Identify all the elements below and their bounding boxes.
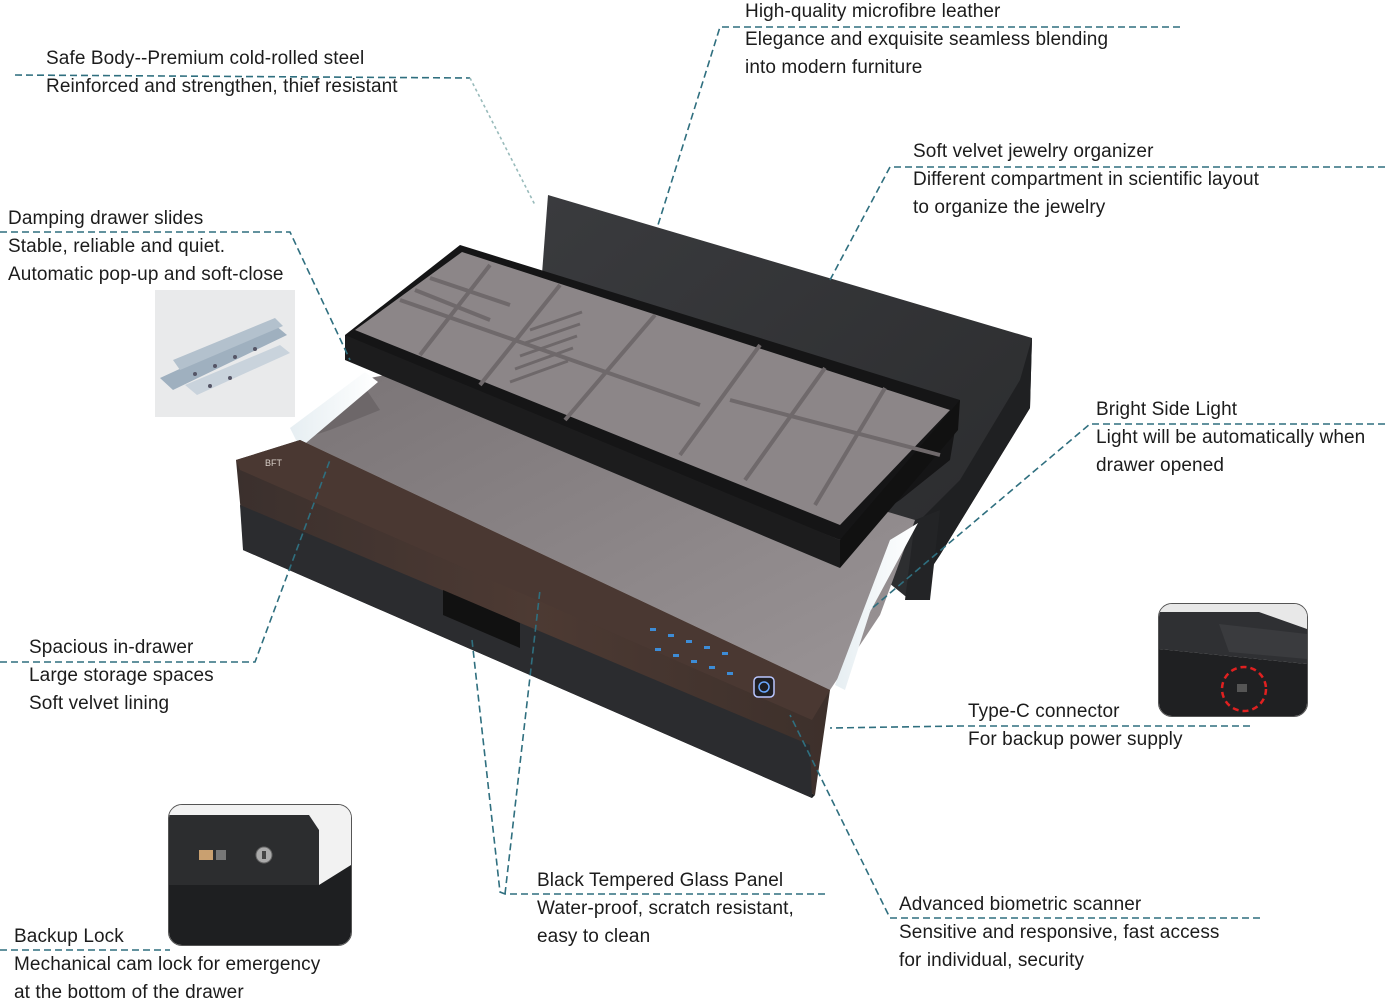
- leader-lines: [0, 26, 1385, 919]
- callout-type-c: Type-C connector For backup power supply: [968, 698, 1183, 754]
- callout-title: Damping drawer slides: [8, 208, 204, 229]
- callout-line: Soft velvet lining: [29, 693, 170, 714]
- callout-title: Backup Lock: [14, 926, 124, 947]
- callout-line: Water-proof, scratch resistant,: [537, 898, 794, 919]
- drawer-front: BFT: [236, 440, 830, 798]
- callout-line: Large storage spaces: [29, 665, 214, 686]
- backup-lock-closeup-photo: [168, 804, 352, 946]
- left-side-light: [290, 372, 378, 448]
- callout-title: Advanced biometric scanner: [899, 894, 1142, 915]
- callout-line: for individual, security: [899, 950, 1085, 971]
- callout-line: into modern furniture: [745, 57, 923, 78]
- callout-line: Elegance and exquisite seamless blending: [745, 29, 1109, 50]
- callout-in-drawer: Spacious in-drawer Large storage spaces …: [29, 634, 214, 718]
- drawer-tub: [290, 370, 918, 690]
- callout-title: Type-C connector: [968, 701, 1120, 722]
- drawer-handle: [443, 590, 520, 648]
- jewelry-organizer-tray: [345, 245, 960, 568]
- callout-line: Reinforced and strengthen, thief resista…: [46, 76, 398, 97]
- usb-c-port-icon: [1237, 684, 1247, 692]
- type-c-highlight-circle: [1220, 665, 1268, 713]
- callout-biometric: Advanced biometric scanner Sensitive and…: [899, 891, 1220, 975]
- callout-leather: High-quality microfibre leather Elegance…: [745, 0, 1108, 82]
- callout-side-light: Bright Side Light Light will be automati…: [1096, 396, 1365, 480]
- callout-slides: Damping drawer slides Stable, reliable a…: [8, 205, 284, 289]
- brand-mark: BFT: [265, 458, 283, 468]
- callout-title: Safe Body--Premium cold-rolled steel: [46, 48, 365, 69]
- callout-title: Black Tempered Glass Panel: [537, 870, 784, 891]
- cam-lock-plate: [199, 850, 213, 860]
- callout-glass-panel: Black Tempered Glass Panel Water-proof, …: [537, 867, 794, 951]
- right-side-light: [835, 523, 918, 690]
- callout-safe-body: Safe Body--Premium cold-rolled steel Rei…: [46, 45, 398, 101]
- callout-backup-lock: Backup Lock Mechanical cam lock for emer…: [14, 923, 320, 1007]
- callout-line: For backup power supply: [968, 729, 1183, 750]
- callout-title: High-quality microfibre leather: [745, 1, 1001, 22]
- callout-line: to organize the jewelry: [913, 197, 1106, 218]
- drawer-slide-icon: [160, 318, 290, 395]
- callout-line: Automatic pop-up and soft-close: [8, 264, 284, 285]
- callout-line: Different compartment in scientific layo…: [913, 169, 1259, 190]
- callout-line: at the bottom of the drawer: [14, 982, 244, 1003]
- drawer-slides-photo: [155, 290, 295, 417]
- callout-line: Sensitive and responsive, fast access: [899, 922, 1220, 943]
- callout-line: Light will be automatically when: [1096, 427, 1366, 448]
- fingerprint-scanner-icon: [753, 676, 775, 698]
- type-c-closeup-photo: [1158, 603, 1308, 717]
- callout-title: Bright Side Light: [1096, 399, 1238, 420]
- callout-organizer: Soft velvet jewelry organizer Different …: [913, 138, 1259, 222]
- keypad-indicator: [650, 628, 733, 675]
- callout-line: drawer opened: [1096, 455, 1225, 476]
- callout-line: Mechanical cam lock for emergency: [14, 954, 321, 975]
- callout-title: Soft velvet jewelry organizer: [913, 141, 1154, 162]
- callout-line: easy to clean: [537, 926, 651, 947]
- callout-title: Spacious in-drawer: [29, 637, 194, 658]
- callout-line: Stable, reliable and quiet.: [8, 236, 226, 257]
